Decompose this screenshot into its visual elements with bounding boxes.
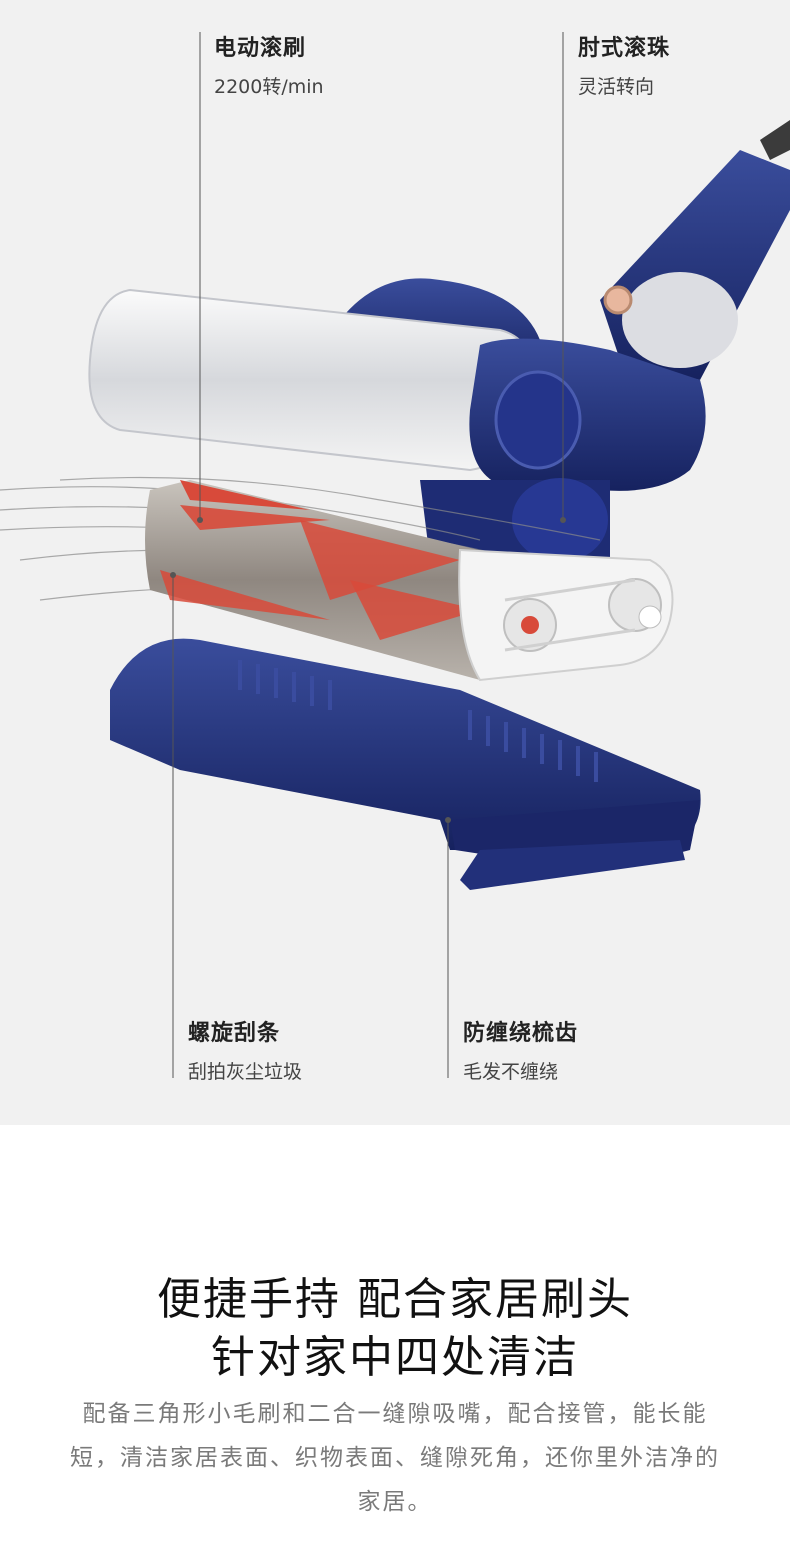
callout-elbow-subtitle: 灵活转向 (578, 76, 655, 98)
callout-roller: 电动滚刷 2200转/min (214, 30, 324, 99)
callout-spiral-subtitle: 刮拍灰尘垃圾 (188, 1061, 303, 1083)
callout-elbow-title: 肘式滚珠 (578, 36, 671, 61)
callout-comb: 防缠绕梳齿 毛发不缠绕 (463, 1015, 578, 1084)
headline-line-1: 便捷手持 配合家居刷头 (157, 1274, 633, 1325)
roller-brush (145, 480, 674, 682)
base-plate (110, 638, 701, 890)
upper-housing (88, 278, 706, 562)
callout-roller-subtitle: 2200转/min (214, 76, 324, 98)
callout-roller-title: 电动滚刷 (214, 36, 307, 61)
feature-description: 配备三角形小毛刷和二合一缝隙吸嘴，配合接管，能长能短，清洁家居表面、织物表面、缝… (70, 1401, 720, 1515)
callout-spiral-title: 螺旋刮条 (188, 1021, 281, 1046)
product-hero: 电动滚刷 2200转/min 肘式滚珠 灵活转向 螺旋刮条 刮拍灰尘垃圾 防缠绕… (0, 0, 790, 1125)
comb-teeth-icon (238, 660, 598, 782)
headline-line-2: 针对家中四处清洁 (211, 1332, 579, 1383)
callout-leader-lines (172, 32, 564, 1078)
callout-comb-subtitle: 毛发不缠绕 (463, 1061, 559, 1083)
callout-elbow: 肘式滚珠 灵活转向 (578, 30, 670, 99)
wand-handle (600, 120, 790, 380)
brush-head-exploded-illustration (0, 32, 790, 1078)
callout-spiral: 螺旋刮条 刮拍灰尘垃圾 (188, 1015, 302, 1084)
feature-section: 便捷手持 配合家居刷头 针对家中四处清洁 配备三角形小毛刷和二合一缝隙吸嘴，配合… (0, 1125, 790, 1553)
elbow-ball-icon (603, 285, 633, 315)
callout-comb-title: 防缠绕梳齿 (463, 1021, 579, 1046)
spiral-strip-icon (180, 480, 310, 510)
